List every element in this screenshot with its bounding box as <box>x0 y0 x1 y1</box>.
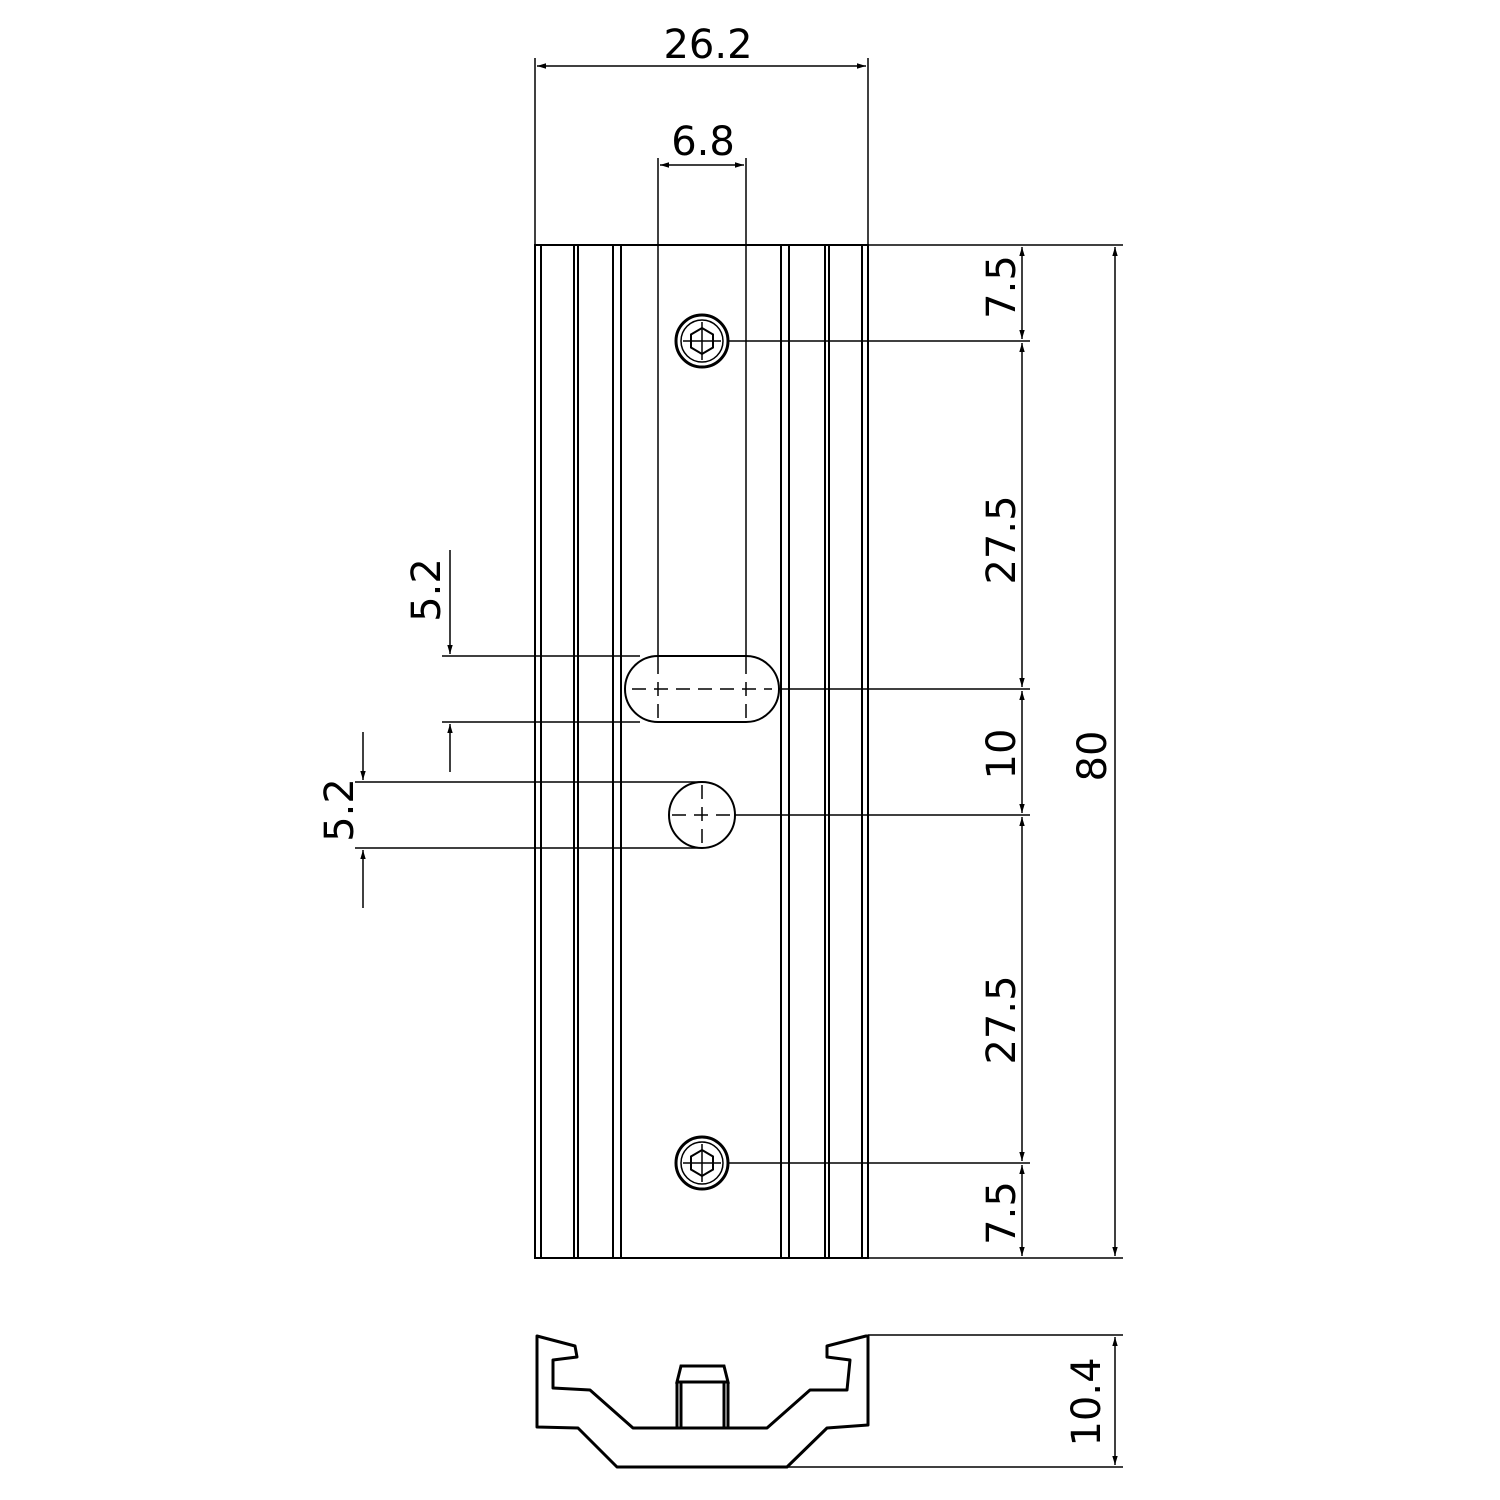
dim-overall-width: 26.2 <box>663 22 752 68</box>
dim-bottom-offset: 7.5 <box>979 1181 1025 1245</box>
dim-profile-height: 10.4 <box>1064 1357 1110 1446</box>
dimension-lines <box>355 58 1123 1468</box>
nut <box>675 1364 730 1428</box>
dim-upper-spacing: 27.5 <box>979 495 1025 584</box>
dim-slot-height: 5.2 <box>404 558 450 622</box>
dim-lower-spacing: 27.5 <box>979 975 1025 1064</box>
dim-overall-length: 80 <box>1070 731 1116 782</box>
dim-hole-spacing: 10 <box>979 729 1025 780</box>
slot <box>624 655 780 723</box>
screw-top <box>674 313 730 369</box>
profile-end-view <box>535 1334 870 1469</box>
dim-top-offset: 7.5 <box>979 255 1025 319</box>
hole <box>668 781 736 849</box>
dim-hole-diameter: 5.2 <box>317 778 363 842</box>
plan-view <box>534 244 869 1259</box>
screw-bottom <box>674 1135 730 1191</box>
dim-slot-width: 6.8 <box>671 119 735 165</box>
